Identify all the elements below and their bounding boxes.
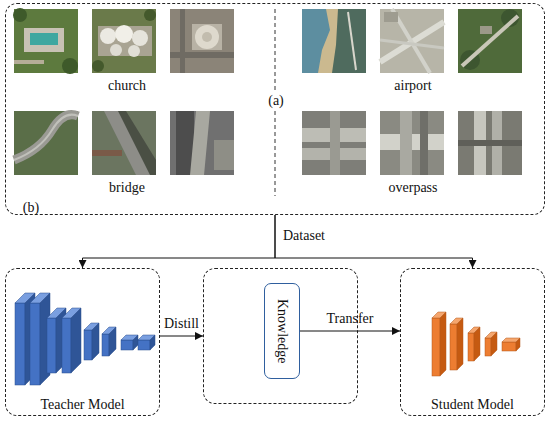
edge-label: Dataset [283,228,325,244]
flow-arrow [300,331,400,332]
church-photo [170,9,234,73]
class-label: overpass [389,180,438,196]
teacher-box: Teacher Model [5,268,160,416]
class-label: church [108,78,146,94]
airport-photo [458,9,522,73]
flow-arrow [160,336,203,337]
overpass-photo [380,111,444,175]
teacher-network [15,293,155,385]
subfigure-label: (a) [268,93,284,109]
model-label: Student Model [401,397,544,413]
knowledge-core: Knowledge [264,283,300,379]
edge-label: Distill [164,316,199,332]
overpass-photo [302,111,366,175]
dataset-panel: church airport (a) bridge overpass (b) [5,3,545,215]
airport-photo [302,9,366,73]
class-label: bridge [109,180,145,196]
flow-arrow [275,215,473,268]
divider-line [275,111,276,196]
bridge-photo [92,111,156,175]
model-label: Teacher Model [6,397,159,413]
knowledge-box: Knowledge [203,268,358,404]
bridge-photo [170,111,234,175]
edge-label: Transfer [327,311,374,327]
church-photo [92,9,156,73]
class-label: airport [394,78,431,94]
church-photo [13,8,78,74]
knowledge-label: Knowledge [274,299,290,364]
subfigure-label: (b) [23,200,39,216]
bridge-photo [14,111,78,175]
flow-arrow [83,215,276,268]
student-box: Student Model [400,268,545,416]
airport-photo [380,9,444,73]
divider-line [275,9,276,92]
student-network [432,312,520,376]
overpass-photo [458,111,522,175]
